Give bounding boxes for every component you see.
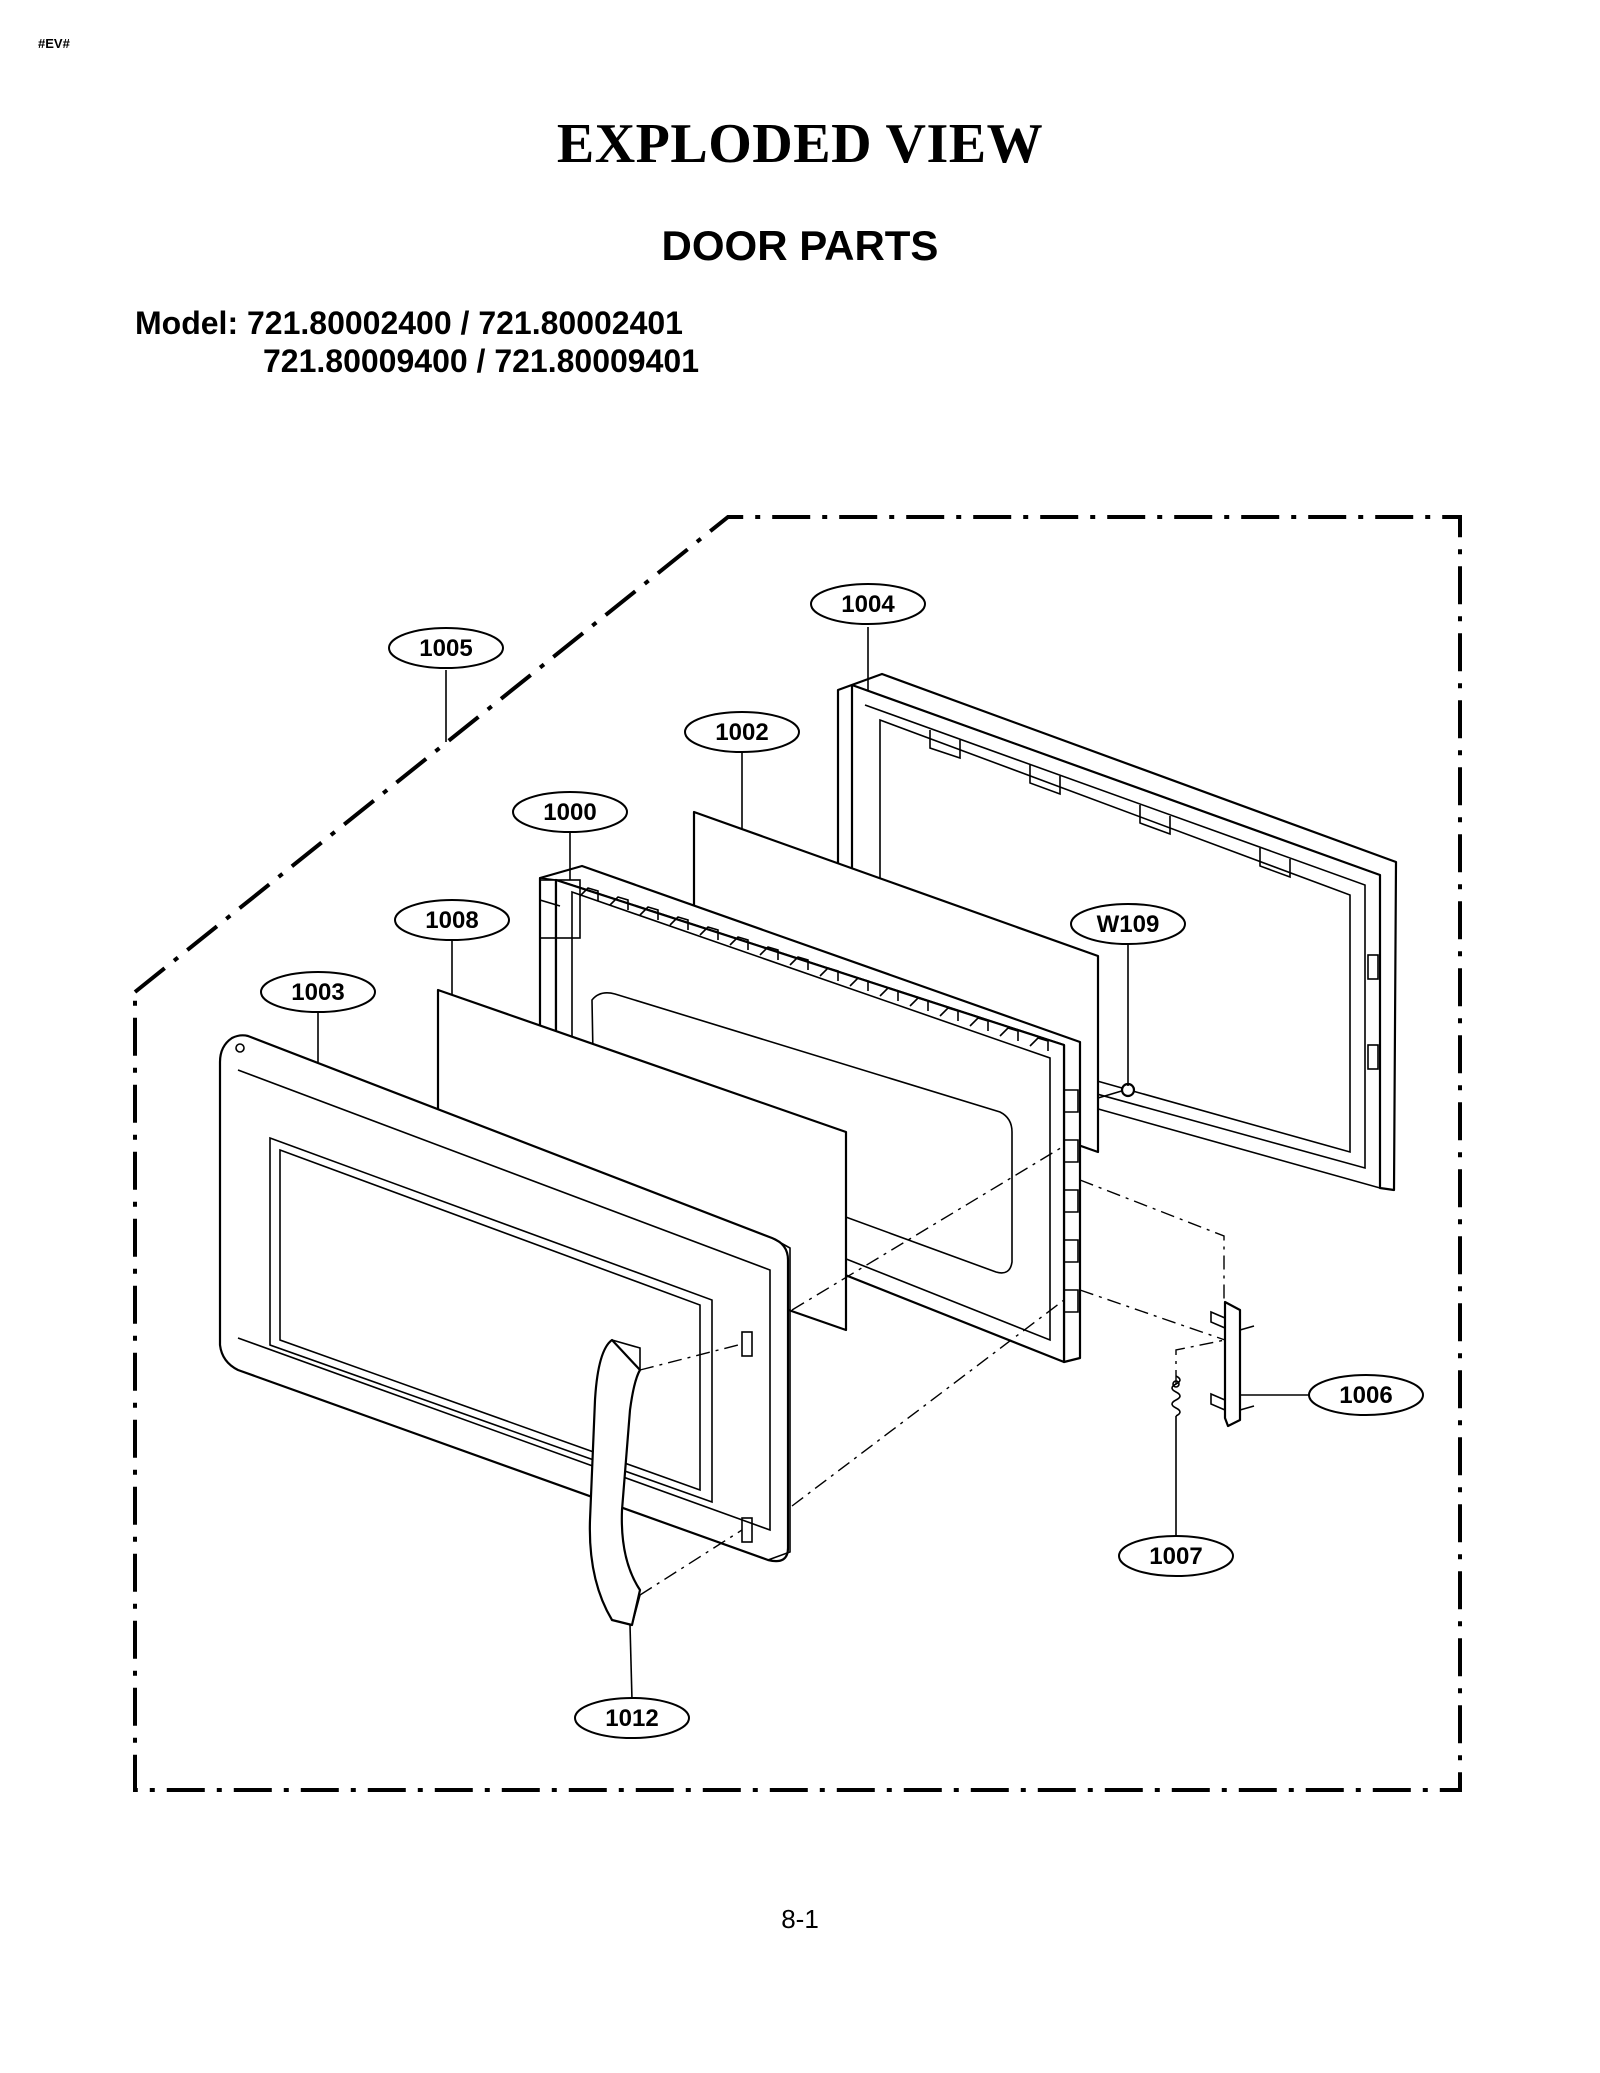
callout-1000-label: 1000 <box>543 799 596 826</box>
door-handle-part <box>588 1338 642 1627</box>
callout-1000: 1000 <box>512 791 628 833</box>
callout-1002-label: 1002 <box>715 719 768 746</box>
callout-1007: 1007 <box>1118 1535 1234 1577</box>
callout-1008: 1008 <box>394 899 510 941</box>
model-label: Model: <box>135 305 239 341</box>
door-panel-part <box>218 1034 791 1563</box>
model-block: Model: 721.80002400 / 721.80002401 721.8… <box>135 304 699 380</box>
screw-part <box>1097 1082 1136 1099</box>
callout-1004: 1004 <box>810 583 926 625</box>
spring-part <box>1171 1375 1181 1448</box>
callout-1006-label: 1006 <box>1339 1382 1392 1409</box>
callout-1012-label: 1012 <box>605 1705 658 1732</box>
model-line-2: 721.80009400 / 721.80009401 <box>263 343 699 379</box>
document-tag: #EV# <box>38 36 70 51</box>
page-title: EXPLODED VIEW <box>556 113 1044 175</box>
diagram-boundary <box>133 515 1462 1792</box>
callout-1005: 1005 <box>388 627 504 669</box>
callout-1004-label: 1004 <box>841 591 895 618</box>
callout-1006: 1006 <box>1308 1374 1424 1416</box>
callout-1012: 1012 <box>574 1697 690 1739</box>
callout-1005-label: 1005 <box>419 635 472 662</box>
callout-1008-label: 1008 <box>425 907 478 934</box>
callout-1003: 1003 <box>260 971 376 1013</box>
model-line-1: 721.80002400 / 721.80002401 <box>246 305 683 341</box>
callout-1007-label: 1007 <box>1149 1543 1202 1570</box>
callout-W109-label: W109 <box>1097 911 1160 938</box>
latch-hook-part <box>1210 1300 1255 1428</box>
page-number: 8-1 <box>781 1904 819 1934</box>
callout-1003-label: 1003 <box>291 979 344 1006</box>
callout-W109: W109 <box>1070 903 1186 945</box>
section-subtitle: DOOR PARTS <box>661 222 939 269</box>
callout-1002: 1002 <box>684 711 800 753</box>
